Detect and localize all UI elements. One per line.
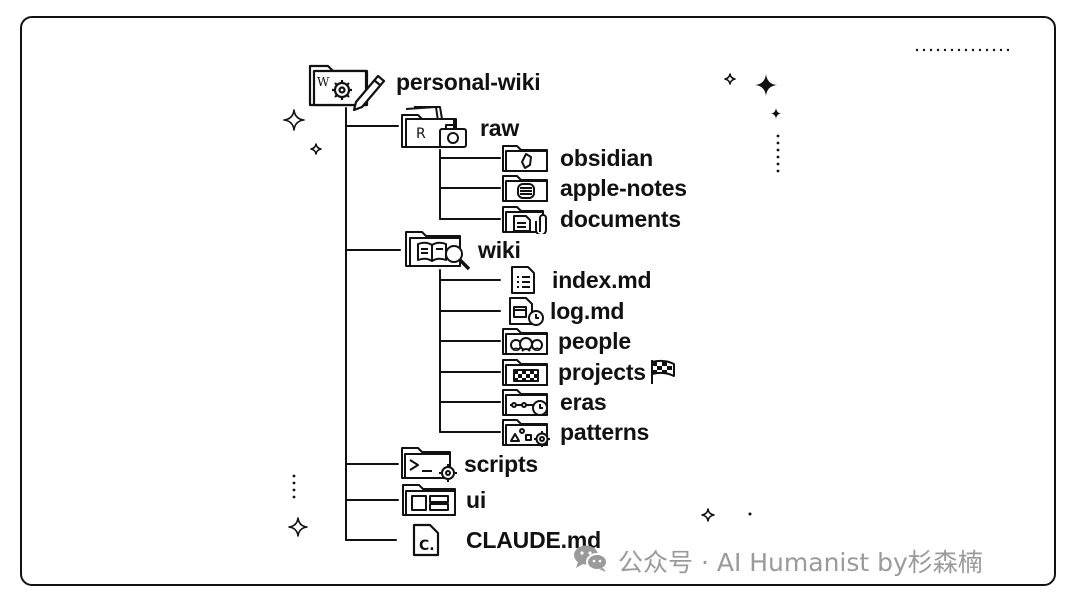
tree-node-personal-wiki[interactable]: W personal-wiki bbox=[306, 64, 541, 112]
tree-node-index-md[interactable]: index.md bbox=[508, 264, 652, 296]
node-label: obsidian bbox=[560, 144, 653, 171]
node-label: scripts bbox=[464, 450, 539, 477]
tree-node-apple-notes[interactable]: apple-notes bbox=[500, 172, 687, 204]
node-label: apple-notes bbox=[560, 174, 687, 201]
node-label: projects bbox=[558, 358, 646, 385]
folder-r-camera-icon: R bbox=[400, 105, 476, 151]
sparkle-icon bbox=[724, 73, 736, 85]
node-label: patterns bbox=[560, 418, 650, 445]
tree-node-patterns[interactable]: patterns bbox=[500, 416, 649, 448]
watermark: 公众号 · AI Humanist by杉森楠 bbox=[572, 543, 983, 579]
diagram-frame bbox=[20, 16, 1056, 586]
tree-node-ui[interactable]: ui bbox=[400, 484, 486, 516]
sparkle-icon bbox=[755, 74, 777, 96]
wechat-icon bbox=[572, 543, 610, 579]
sparkle-icon bbox=[701, 508, 715, 522]
tree-node-scripts[interactable]: scripts bbox=[400, 445, 539, 483]
node-label: wiki bbox=[478, 236, 521, 263]
tree-node-documents[interactable]: documents bbox=[500, 203, 681, 235]
svg-text:W: W bbox=[317, 75, 330, 89]
tree-node-claude-md[interactable]: C. CLAUDE.md bbox=[408, 522, 601, 558]
svg-text:C.: C. bbox=[419, 538, 435, 554]
tree-node-eras[interactable]: eras bbox=[500, 386, 607, 418]
svg-text:R: R bbox=[416, 126, 426, 142]
folder-layout-icon bbox=[400, 482, 460, 518]
sparkle-icon bbox=[283, 109, 305, 131]
folder-shapes-gear-icon bbox=[500, 417, 556, 447]
watermark-text: 公众号 · AI Humanist by杉森楠 bbox=[618, 548, 983, 577]
folder-grid-icon bbox=[500, 357, 556, 387]
node-label: eras bbox=[560, 388, 607, 415]
checkered-flag-icon bbox=[648, 358, 678, 386]
file-list-icon bbox=[508, 265, 550, 295]
folder-gear-pencil-icon: W bbox=[306, 52, 392, 112]
folder-people-icon bbox=[500, 326, 556, 356]
node-label: people bbox=[558, 327, 631, 354]
node-label: raw bbox=[480, 114, 520, 141]
sparkle-icon bbox=[288, 517, 308, 537]
tree-node-obsidian[interactable]: obsidian bbox=[500, 142, 653, 174]
tree-node-people[interactable]: people bbox=[500, 325, 631, 357]
file-calendar-clock-icon bbox=[506, 296, 550, 326]
sparkle-icon bbox=[310, 143, 322, 155]
tree-node-wiki[interactable]: wiki bbox=[404, 231, 521, 271]
folder-terminal-gear-icon bbox=[400, 445, 462, 483]
tree-node-log-md[interactable]: log.md bbox=[506, 295, 624, 327]
node-label: documents bbox=[560, 205, 681, 232]
node-label: index.md bbox=[552, 266, 652, 293]
folder-notes-icon bbox=[500, 173, 556, 203]
folder-book-magnifier-icon bbox=[404, 228, 476, 272]
tree-node-raw[interactable]: R raw bbox=[400, 106, 520, 148]
folder-documents-clip-icon bbox=[500, 204, 556, 234]
file-c-icon: C. bbox=[408, 522, 464, 558]
node-label: personal-wiki bbox=[396, 68, 541, 95]
sparkle-icon bbox=[771, 108, 781, 119]
folder-obsidian-icon bbox=[500, 143, 556, 173]
tree-node-projects[interactable]: projects bbox=[500, 356, 678, 388]
node-label: log.md bbox=[550, 297, 625, 324]
node-label: ui bbox=[466, 486, 487, 513]
folder-timeline-clock-icon bbox=[500, 387, 556, 417]
